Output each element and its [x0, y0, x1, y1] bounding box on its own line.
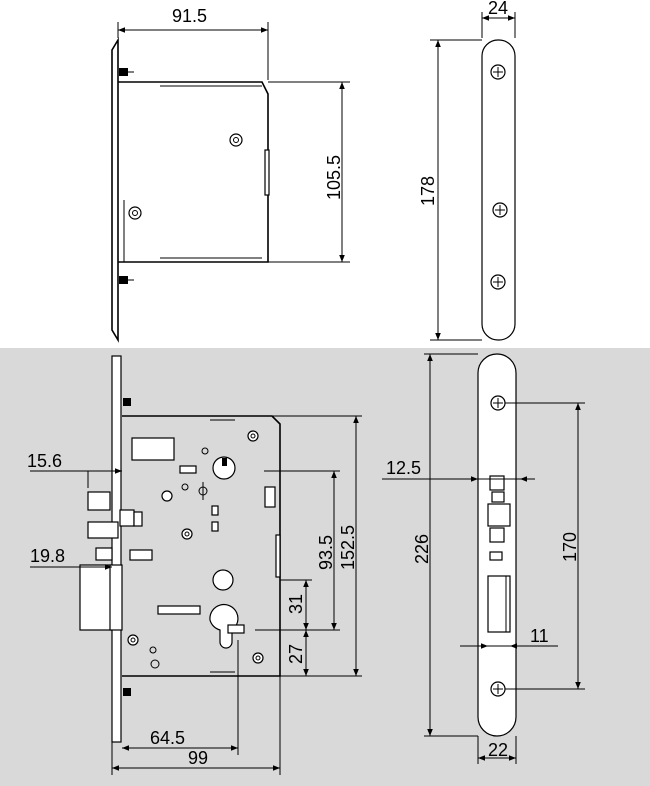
- screw-icon: [490, 64, 506, 80]
- dim-178: 178: [418, 176, 438, 206]
- dim-12-5: 12.5: [386, 458, 421, 478]
- dim-15-6: 15.6: [27, 451, 62, 471]
- dim-91-5: 91.5: [172, 6, 207, 26]
- dim-22: 22: [488, 740, 508, 760]
- bottom-left-dimensions: 15.6 19.8 93.5 152.5 31 27 64.5 99: [27, 415, 362, 775]
- bottom-faceplate: [477, 353, 517, 737]
- top-case-outline: [118, 81, 269, 263]
- dim-226: 226: [412, 534, 432, 564]
- dim-19-8: 19.8: [30, 546, 65, 566]
- top-lock-body-view: [111, 37, 270, 343]
- dim-152-5: 152.5: [338, 525, 358, 570]
- upper-background: [0, 0, 650, 348]
- bottom-lock-body-view: [79, 355, 281, 743]
- bottom-case-outline: [122, 415, 281, 677]
- top-faceplate-edge: [111, 37, 119, 343]
- dim-27: 27: [286, 644, 306, 664]
- dim-24: 24: [488, 0, 508, 18]
- top-faceplate: [481, 39, 516, 341]
- dim-31: 31: [286, 594, 306, 614]
- top-dimensions: 91.5 105.5 24 178: [117, 0, 516, 341]
- top-faceplate-view: [481, 39, 516, 341]
- dim-64-5: 64.5: [150, 728, 185, 748]
- dim-93-5: 93.5: [316, 535, 336, 570]
- dim-170: 170: [560, 532, 580, 562]
- dim-11: 11: [530, 626, 549, 646]
- dim-99: 99: [188, 748, 208, 768]
- dim-105-5: 105.5: [324, 155, 344, 200]
- screw-icon: [490, 274, 506, 290]
- screw-icon: [490, 681, 506, 697]
- bottom-right-dimensions: 12.5 226 170 11 22: [382, 353, 585, 764]
- bottom-faceplate-edge: [111, 355, 122, 743]
- screw-icon: [492, 202, 508, 218]
- bottom-faceplate-view: [477, 353, 517, 737]
- screw-icon: [490, 395, 506, 411]
